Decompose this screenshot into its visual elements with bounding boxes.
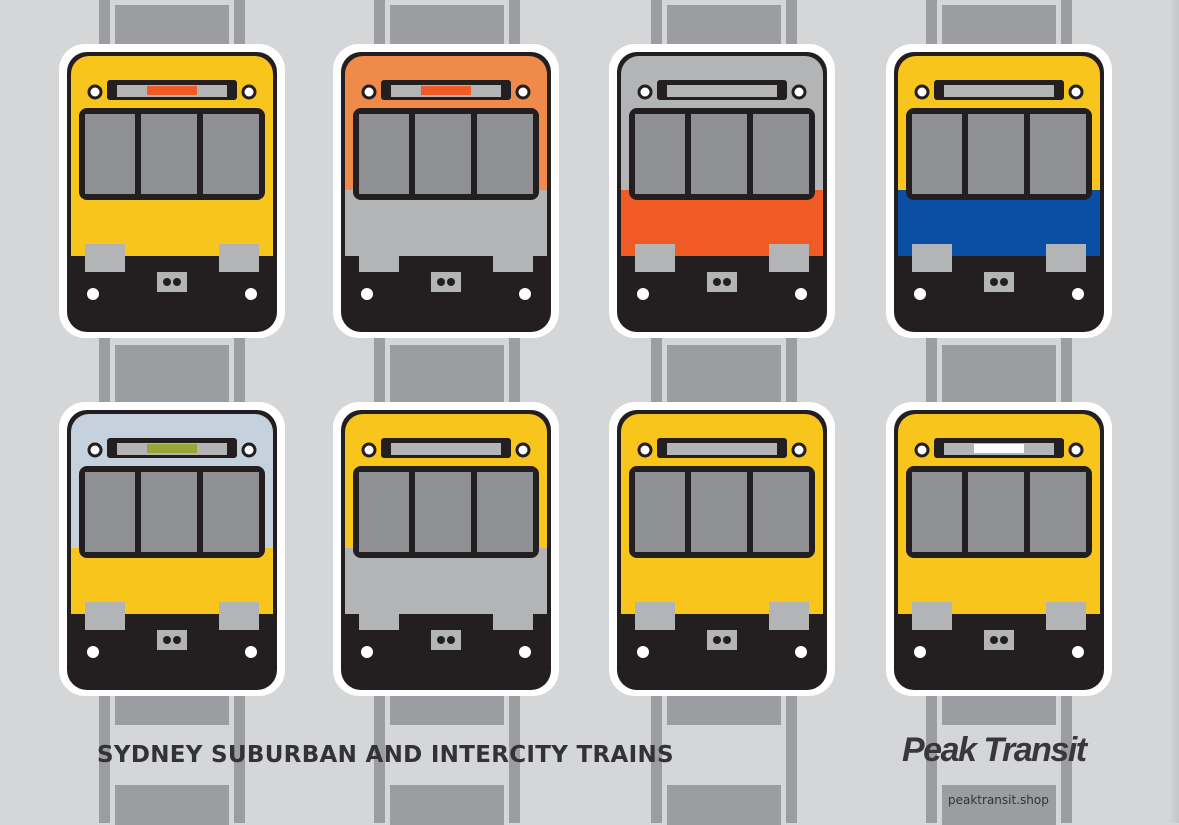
yellow-blue-intercity-train — [884, 40, 1114, 340]
track-bed — [942, 695, 1056, 725]
track-bed — [667, 345, 781, 402]
yellow-oscar-train — [331, 398, 561, 698]
track-bed — [667, 695, 781, 725]
track-bed — [115, 695, 229, 725]
sheet-edge — [1169, 0, 1179, 823]
silver-yellow-tangara-train — [57, 398, 287, 698]
sheet-title: SYDNEY SUBURBAN AND INTERCITY TRAINS — [97, 742, 674, 768]
track-bed — [390, 785, 504, 825]
brand-logo: Peak Transit — [902, 731, 1087, 769]
track-bed — [390, 345, 504, 402]
silver-orange-intercity-train — [607, 40, 837, 340]
track-bed — [115, 345, 229, 402]
track-bed — [942, 345, 1056, 402]
track-bed — [390, 695, 504, 725]
yellow-suburban-train — [57, 40, 287, 340]
track-bed — [667, 785, 781, 825]
yellow-millennium-train — [607, 398, 837, 698]
orange-suburban-train — [331, 40, 561, 340]
orange-yellow-s-set-train — [884, 398, 1114, 698]
shop-url[interactable]: peaktransit.shop — [948, 793, 1049, 807]
track-bed — [115, 785, 229, 825]
track-bed — [942, 785, 1056, 825]
